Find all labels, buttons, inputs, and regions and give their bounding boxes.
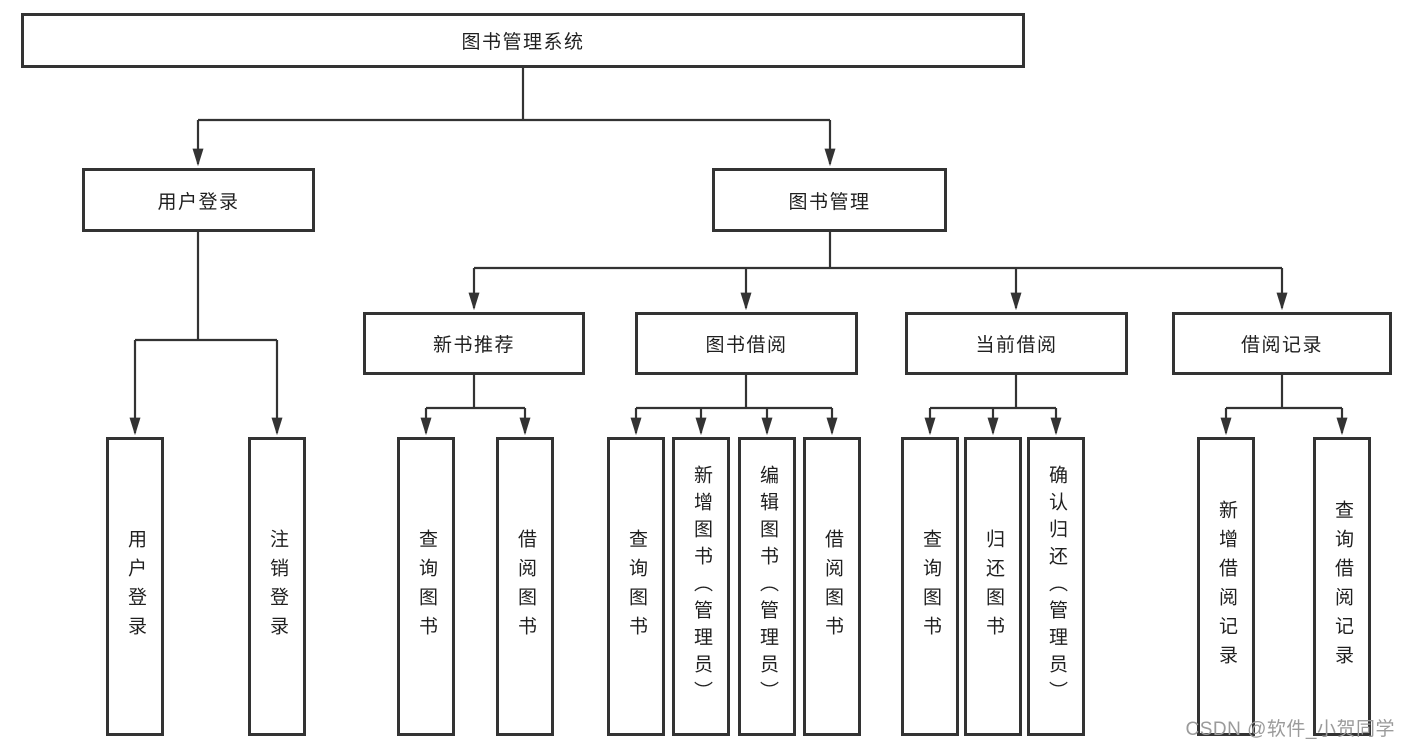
node-leaf-return-books: 归还图书 bbox=[964, 437, 1022, 736]
connector-bookmgmt-to-level3 bbox=[468, 232, 1288, 311]
node-leaf-query-books-1: 查询图书 bbox=[397, 437, 455, 736]
node-borrow-records: 借阅记录 bbox=[1172, 312, 1392, 375]
node-leaf-borrow-books-2: 借阅图书 bbox=[803, 437, 861, 736]
node-leaf-query-borrow-record: 查询借阅记录 bbox=[1313, 437, 1371, 736]
connector-bookborrow-to-leaves bbox=[630, 375, 838, 436]
node-book-borrow: 图书借阅 bbox=[635, 312, 858, 375]
connector-newbookrec-to-leaves bbox=[420, 375, 531, 436]
node-new-book-recommend: 新书推荐 bbox=[363, 312, 585, 375]
node-current-borrow: 当前借阅 bbox=[905, 312, 1128, 375]
node-leaf-borrow-books-1: 借阅图书 bbox=[496, 437, 554, 736]
node-leaf-query-books-2: 查询图书 bbox=[607, 437, 665, 736]
node-root: 图书管理系统 bbox=[21, 13, 1025, 68]
node-book-management: 图书管理 bbox=[712, 168, 947, 232]
csdn-watermark: CSDN @软件_小贺同学 bbox=[1185, 719, 1395, 740]
connector-borrowrecords-to-leaves bbox=[1220, 375, 1348, 436]
connector-root-to-level2 bbox=[192, 68, 836, 167]
node-leaf-logout: 注销登录 bbox=[248, 437, 306, 736]
node-leaf-confirm-return-admin: 确认归还（管理员） bbox=[1027, 437, 1085, 736]
node-leaf-user-login: 用户登录 bbox=[106, 437, 164, 736]
node-leaf-add-books-admin: 新增图书（管理员） bbox=[672, 437, 730, 736]
node-leaf-add-borrow-record: 新增借阅记录 bbox=[1197, 437, 1255, 736]
node-user-login: 用户登录 bbox=[82, 168, 315, 232]
connector-userlogin-to-leaves bbox=[129, 232, 283, 436]
node-leaf-query-books-3: 查询图书 bbox=[901, 437, 959, 736]
node-leaf-edit-books-admin: 编辑图书（管理员） bbox=[738, 437, 796, 736]
connector-currentborrow-to-leaves bbox=[924, 375, 1062, 436]
